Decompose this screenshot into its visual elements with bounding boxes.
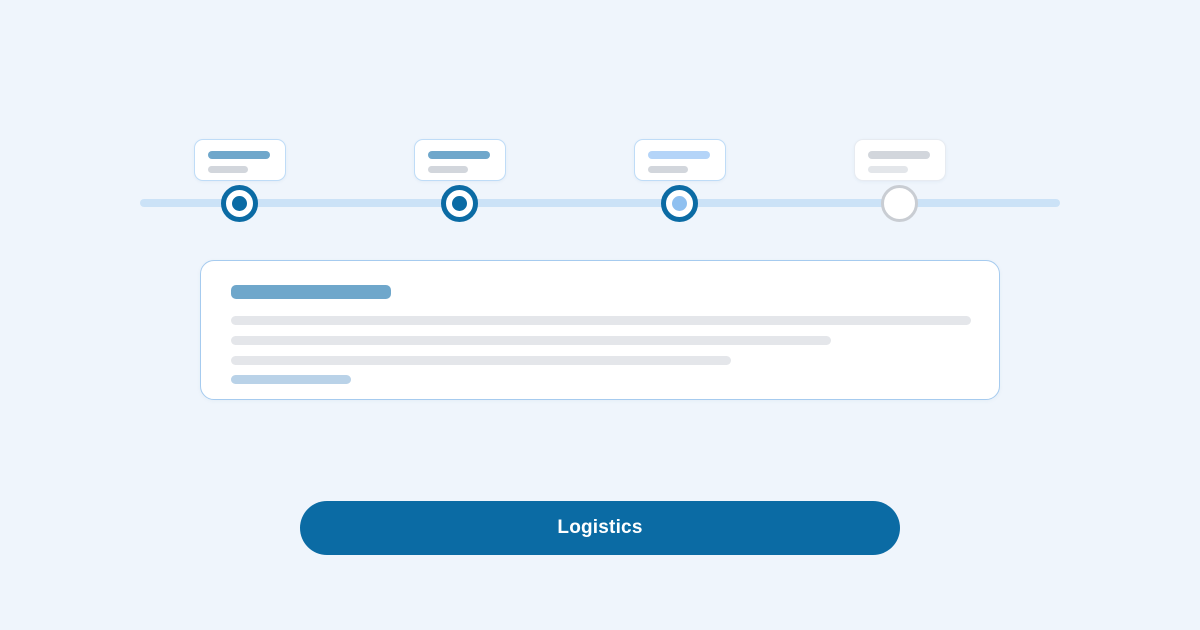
step-2-title-skeleton-bar xyxy=(428,151,490,159)
node-3-dot xyxy=(672,196,687,211)
timeline-step-2-label-card[interactable] xyxy=(414,139,506,181)
detail-title-skeleton-bar xyxy=(231,285,391,299)
timeline-node-3-current[interactable] xyxy=(661,185,698,222)
node-2-dot xyxy=(452,196,467,211)
step-1-title-skeleton-bar xyxy=(208,151,270,159)
timeline-node-4-upcoming[interactable] xyxy=(881,185,918,222)
step-4-title-skeleton-bar xyxy=(868,151,930,159)
step-1-subtitle-skeleton-bar xyxy=(208,166,248,173)
detail-text-skeleton-line-1 xyxy=(231,316,971,325)
detail-footer-skeleton-bar xyxy=(231,375,351,384)
node-1-dot xyxy=(232,196,247,211)
step-2-subtitle-skeleton-bar xyxy=(428,166,468,173)
timeline-node-1-completed[interactable] xyxy=(221,185,258,222)
step-3-subtitle-skeleton-bar xyxy=(648,166,688,173)
timeline-step-4-label-card[interactable] xyxy=(854,139,946,181)
detail-card xyxy=(200,260,1000,400)
logistics-button[interactable]: Logistics xyxy=(300,501,900,555)
detail-text-skeleton-line-3 xyxy=(231,356,731,365)
timeline-node-2-completed[interactable] xyxy=(441,185,478,222)
step-4-subtitle-skeleton-bar xyxy=(868,166,908,173)
timeline-track xyxy=(140,199,1060,207)
detail-text-skeleton-line-2 xyxy=(231,336,831,345)
timeline-step-3-label-card[interactable] xyxy=(634,139,726,181)
step-3-title-skeleton-bar xyxy=(648,151,710,159)
timeline-step-1-label-card[interactable] xyxy=(194,139,286,181)
